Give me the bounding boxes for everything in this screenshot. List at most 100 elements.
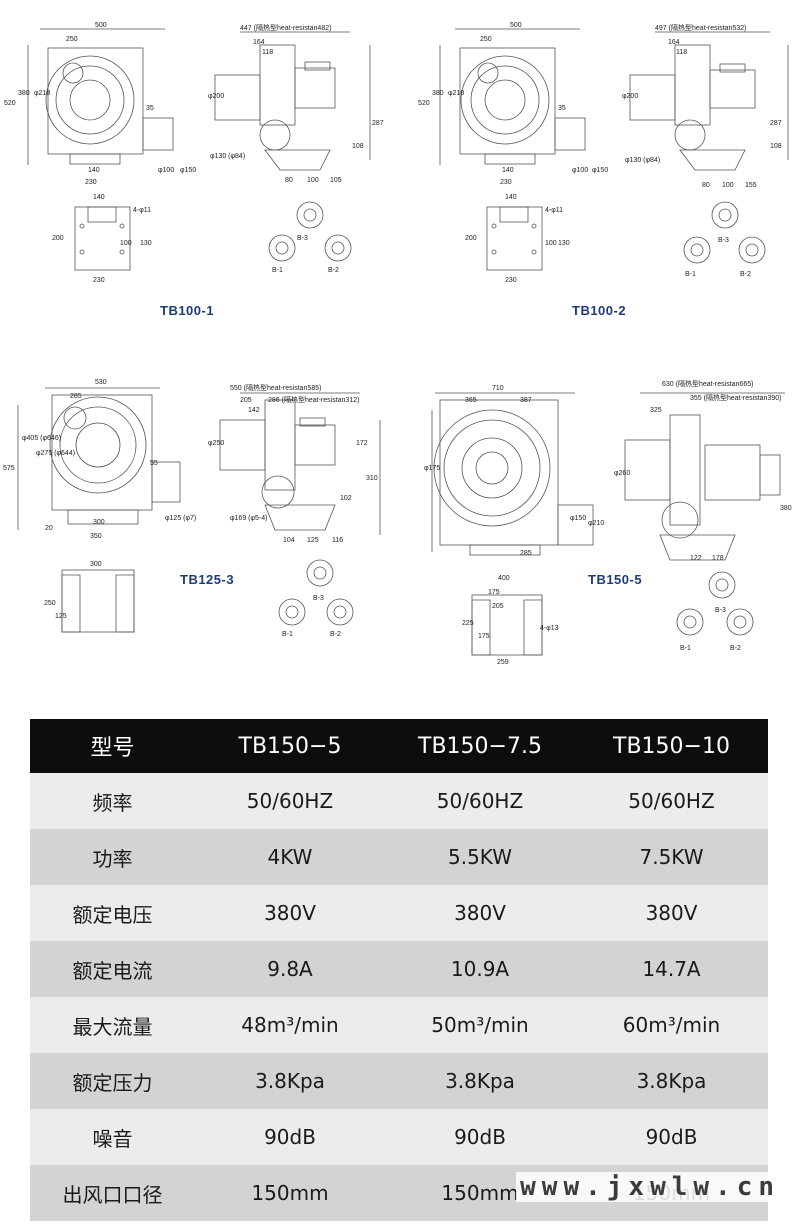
svg-text:310: 310 bbox=[366, 475, 378, 482]
tb100-2-base-view bbox=[486, 206, 543, 271]
row-label: 额定电流 bbox=[30, 941, 195, 997]
table-cell: 50/60HZ bbox=[385, 773, 575, 829]
table-row: 功率 4KW 5.5KW 7.5KW bbox=[30, 829, 768, 885]
svg-text:300: 300 bbox=[90, 561, 102, 568]
tb100-1-base-view bbox=[74, 206, 131, 271]
svg-text:500: 500 bbox=[95, 22, 107, 29]
svg-text:286 (隔热型heat-resistan312): 286 (隔热型heat-resistan312) bbox=[268, 395, 359, 404]
svg-text:550 (隔热型heat-resistan585): 550 (隔热型heat-resistan585) bbox=[230, 383, 321, 392]
svg-text:575: 575 bbox=[3, 465, 15, 472]
row-label: 功率 bbox=[30, 829, 195, 885]
technical-drawings: 500 250 520 380 φ218 35 140 230 φ100 φ15… bbox=[3, 22, 792, 666]
svg-text:497 (隔热型heat-resistan532): 497 (隔热型heat-resistan532) bbox=[655, 23, 746, 32]
svg-text:250: 250 bbox=[66, 36, 78, 43]
svg-text:φ260: φ260 bbox=[614, 470, 630, 477]
svg-text:380: 380 bbox=[432, 90, 444, 97]
tb100-1-orientations bbox=[268, 201, 352, 262]
svg-text:80: 80 bbox=[285, 177, 293, 184]
svg-text:380: 380 bbox=[780, 505, 792, 512]
svg-text:225: 225 bbox=[462, 620, 474, 627]
svg-text:122: 122 bbox=[690, 555, 702, 562]
tb125-3-side-view bbox=[219, 392, 381, 535]
tb100-1-front-view bbox=[27, 28, 174, 165]
model-label-tb150-5: TB150-5 bbox=[588, 572, 643, 587]
svg-text:140: 140 bbox=[93, 194, 105, 201]
svg-text:125: 125 bbox=[55, 613, 67, 620]
svg-text:520: 520 bbox=[4, 100, 16, 107]
svg-text:447 (隔热型heat-resistan482): 447 (隔热型heat-resistan482) bbox=[240, 23, 331, 32]
svg-text:130: 130 bbox=[558, 240, 570, 247]
svg-text:B-3: B-3 bbox=[718, 237, 729, 244]
tb125-3-base-view bbox=[61, 569, 135, 633]
svg-text:φ150: φ150 bbox=[592, 167, 608, 174]
svg-text:164: 164 bbox=[668, 39, 680, 46]
table-cell: 50/60HZ bbox=[575, 773, 768, 829]
tb125-3-front-view bbox=[17, 387, 181, 530]
svg-text:164: 164 bbox=[253, 39, 265, 46]
svg-text:B-1: B-1 bbox=[272, 267, 283, 274]
tb125-3-orientations bbox=[278, 559, 354, 626]
svg-text:φ150: φ150 bbox=[570, 515, 586, 522]
table-cell: 90dB bbox=[195, 1109, 385, 1165]
header-cell: TB150−5 bbox=[195, 719, 385, 773]
svg-text:20: 20 bbox=[45, 525, 53, 532]
tb150-5-dimensions: 710 365 387 φ175 φ150 φ210 285 630 (隔热型h… bbox=[424, 379, 792, 666]
svg-text:φ218: φ218 bbox=[34, 90, 50, 97]
svg-text:φ210: φ210 bbox=[588, 520, 604, 527]
table-cell: 380V bbox=[195, 885, 385, 941]
svg-text:B-3: B-3 bbox=[715, 607, 726, 614]
header-cell: 型号 bbox=[30, 719, 195, 773]
table-cell: 50m³/min bbox=[385, 997, 575, 1053]
svg-text:118: 118 bbox=[676, 49, 687, 56]
table-cell: 150mm bbox=[195, 1165, 385, 1221]
table-cell: 10.9A bbox=[385, 941, 575, 997]
svg-text:B-1: B-1 bbox=[680, 645, 691, 652]
model-label-tb125-3: TB125-3 bbox=[180, 572, 235, 587]
svg-text:φ405 (φ646): φ405 (φ646) bbox=[22, 435, 61, 442]
svg-text:4-φ13: 4-φ13 bbox=[540, 625, 559, 632]
svg-text:4-φ11: 4-φ11 bbox=[545, 207, 563, 214]
svg-text:4-φ11: 4-φ11 bbox=[133, 207, 151, 214]
tb100-2-dimensions: 500 250 520 380 φ218 35 140 230 φ100 φ15… bbox=[418, 22, 782, 284]
svg-text:100: 100 bbox=[722, 182, 734, 189]
svg-text:140: 140 bbox=[88, 167, 100, 174]
svg-text:B-2: B-2 bbox=[730, 645, 741, 652]
row-label: 额定压力 bbox=[30, 1053, 195, 1109]
svg-text:100: 100 bbox=[545, 240, 557, 247]
spec-table: 型号 TB150−5 TB150−7.5 TB150−10 频率 50/60HZ… bbox=[30, 719, 768, 1221]
tb100-2-front-view bbox=[439, 28, 586, 165]
row-label: 最大流量 bbox=[30, 997, 195, 1053]
svg-text:B-2: B-2 bbox=[740, 271, 751, 278]
table-row: 额定电流 9.8A 10.9A 14.7A bbox=[30, 941, 768, 997]
svg-text:35: 35 bbox=[558, 105, 566, 112]
svg-text:102: 102 bbox=[340, 495, 352, 502]
svg-text:387: 387 bbox=[520, 397, 532, 404]
model-label-tb100-2: TB100-2 bbox=[572, 303, 627, 318]
svg-text:287: 287 bbox=[770, 120, 782, 127]
table-row: 噪音 90dB 90dB 90dB bbox=[30, 1109, 768, 1165]
table-cell: 3.8Kpa bbox=[575, 1053, 768, 1109]
svg-text:108: 108 bbox=[770, 143, 782, 150]
svg-text:φ218: φ218 bbox=[448, 90, 464, 97]
svg-text:300: 300 bbox=[93, 519, 105, 526]
svg-text:φ100: φ100 bbox=[572, 167, 588, 174]
tb150-5-side-view bbox=[624, 392, 785, 561]
table-cell: 14.7A bbox=[575, 941, 768, 997]
svg-text:104: 104 bbox=[283, 537, 295, 544]
svg-text:φ169 (φ5-4): φ169 (φ5-4) bbox=[230, 515, 267, 522]
svg-text:500: 500 bbox=[510, 22, 522, 29]
svg-text:B-2: B-2 bbox=[328, 267, 339, 274]
svg-text:80: 80 bbox=[702, 182, 710, 189]
watermark: www.jxwlw.cn bbox=[516, 1172, 784, 1202]
svg-text:φ200: φ200 bbox=[622, 93, 638, 100]
header-cell: TB150−7.5 bbox=[385, 719, 575, 773]
svg-text:35: 35 bbox=[146, 105, 154, 112]
svg-text:108: 108 bbox=[352, 143, 364, 150]
svg-text:140: 140 bbox=[505, 194, 517, 201]
tb125-3-dimensions: 530 285 575 φ405 (φ646) φ275 (φ644) 55 2… bbox=[3, 379, 378, 638]
svg-text:380: 380 bbox=[18, 90, 30, 97]
svg-text:155: 155 bbox=[745, 182, 757, 189]
table-cell: 380V bbox=[575, 885, 768, 941]
svg-text:φ100: φ100 bbox=[158, 167, 174, 174]
svg-text:100: 100 bbox=[120, 240, 132, 247]
